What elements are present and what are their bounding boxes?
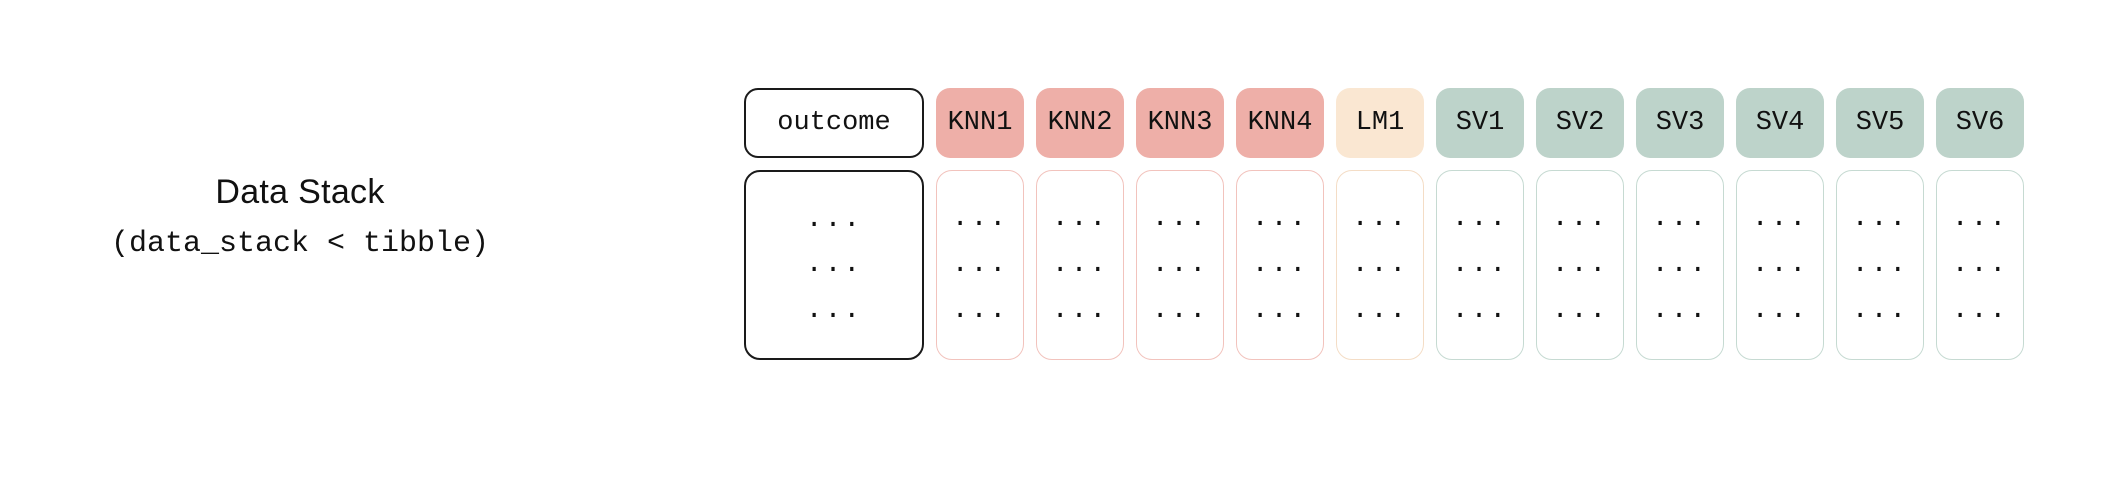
table-row: ... bbox=[1251, 249, 1309, 280]
page-title: Data Stack bbox=[215, 173, 385, 211]
column-header-sv6[interactable]: SV6 bbox=[1936, 88, 2024, 158]
table-column-lm1: LM1......... bbox=[1336, 88, 1424, 360]
table-row: ... bbox=[1151, 295, 1209, 326]
table-row: ... bbox=[951, 249, 1009, 280]
column-body-sv3: ......... bbox=[1636, 170, 1724, 360]
column-header-knn3[interactable]: KNN3 bbox=[1136, 88, 1224, 158]
column-header-sv3[interactable]: SV3 bbox=[1636, 88, 1724, 158]
table-row: ... bbox=[1151, 249, 1209, 280]
table-row: ... bbox=[1251, 295, 1309, 326]
table-column-knn4: KNN4......... bbox=[1236, 88, 1324, 360]
column-body-knn2: ......... bbox=[1036, 170, 1124, 360]
column-body-knn4: ......... bbox=[1236, 170, 1324, 360]
column-header-sv2[interactable]: SV2 bbox=[1536, 88, 1624, 158]
table-row: ... bbox=[1751, 203, 1809, 234]
table-row: ... bbox=[951, 295, 1009, 326]
table-row: ... bbox=[1051, 295, 1109, 326]
table-row: ... bbox=[1151, 203, 1209, 234]
column-body-sv6: ......... bbox=[1936, 170, 2024, 360]
table-column-sv6: SV6......... bbox=[1936, 88, 2024, 360]
table-row: ... bbox=[805, 203, 863, 235]
table-row: ... bbox=[1851, 249, 1909, 280]
table-row: ... bbox=[1251, 203, 1309, 234]
table-row: ... bbox=[805, 249, 863, 280]
table-row: ... bbox=[1951, 295, 2009, 326]
column-body-sv4: ......... bbox=[1736, 170, 1824, 360]
column-header-knn2[interactable]: KNN2 bbox=[1036, 88, 1124, 158]
table-row: ... bbox=[1951, 203, 2009, 234]
table-row: ... bbox=[1051, 203, 1109, 234]
table-row: ... bbox=[1451, 295, 1509, 326]
table-row: ... bbox=[951, 203, 1009, 234]
column-body-sv5: ......... bbox=[1836, 170, 1924, 360]
column-header-knn4[interactable]: KNN4 bbox=[1236, 88, 1324, 158]
table-row: ... bbox=[1951, 249, 2009, 280]
column-body-knn1: ......... bbox=[936, 170, 1024, 360]
table-column-outcome: outcome......... bbox=[744, 88, 924, 360]
column-body-knn3: ......... bbox=[1136, 170, 1224, 360]
table-row: ... bbox=[1651, 295, 1709, 326]
table-column-knn2: KNN2......... bbox=[1036, 88, 1124, 360]
column-header-outcome[interactable]: outcome bbox=[744, 88, 924, 158]
column-header-sv5[interactable]: SV5 bbox=[1836, 88, 1924, 158]
table-column-knn3: KNN3......... bbox=[1136, 88, 1224, 360]
table-row: ... bbox=[1551, 203, 1609, 234]
data-stack-table: outcome.........KNN1.........KNN2.......… bbox=[744, 88, 2024, 360]
column-header-knn1[interactable]: KNN1 bbox=[936, 88, 1024, 158]
table-row: ... bbox=[1751, 249, 1809, 280]
table-row: ... bbox=[1651, 203, 1709, 234]
column-header-lm1[interactable]: LM1 bbox=[1336, 88, 1424, 158]
table-column-sv4: SV4......... bbox=[1736, 88, 1824, 360]
column-body-outcome: ......... bbox=[744, 170, 924, 360]
table-column-sv2: SV2......... bbox=[1536, 88, 1624, 360]
table-column-knn1: KNN1......... bbox=[936, 88, 1024, 360]
table-column-sv1: SV1......... bbox=[1436, 88, 1524, 360]
column-body-sv2: ......... bbox=[1536, 170, 1624, 360]
data-stack-label-block: Data Stack (data_stack < tibble) bbox=[40, 172, 560, 261]
page-subtitle: (data_stack < tibble) bbox=[110, 226, 490, 261]
table-row: ... bbox=[1351, 249, 1409, 280]
table-row: ... bbox=[1751, 295, 1809, 326]
table-row: ... bbox=[1351, 203, 1409, 234]
table-column-sv5: SV5......... bbox=[1836, 88, 1924, 360]
table-row: ... bbox=[1651, 249, 1709, 280]
table-row: ... bbox=[1451, 249, 1509, 280]
table-column-sv3: SV3......... bbox=[1636, 88, 1724, 360]
column-header-sv4[interactable]: SV4 bbox=[1736, 88, 1824, 158]
column-body-lm1: ......... bbox=[1336, 170, 1424, 360]
table-row: ... bbox=[1851, 295, 1909, 326]
table-row: ... bbox=[1551, 295, 1609, 326]
table-row: ... bbox=[1851, 203, 1909, 234]
table-row: ... bbox=[1551, 249, 1609, 280]
table-row: ... bbox=[1051, 249, 1109, 280]
table-row: ... bbox=[1351, 295, 1409, 326]
column-body-sv1: ......... bbox=[1436, 170, 1524, 360]
column-header-sv1[interactable]: SV1 bbox=[1436, 88, 1524, 158]
table-row: ... bbox=[1451, 203, 1509, 234]
table-row: ... bbox=[805, 294, 863, 326]
